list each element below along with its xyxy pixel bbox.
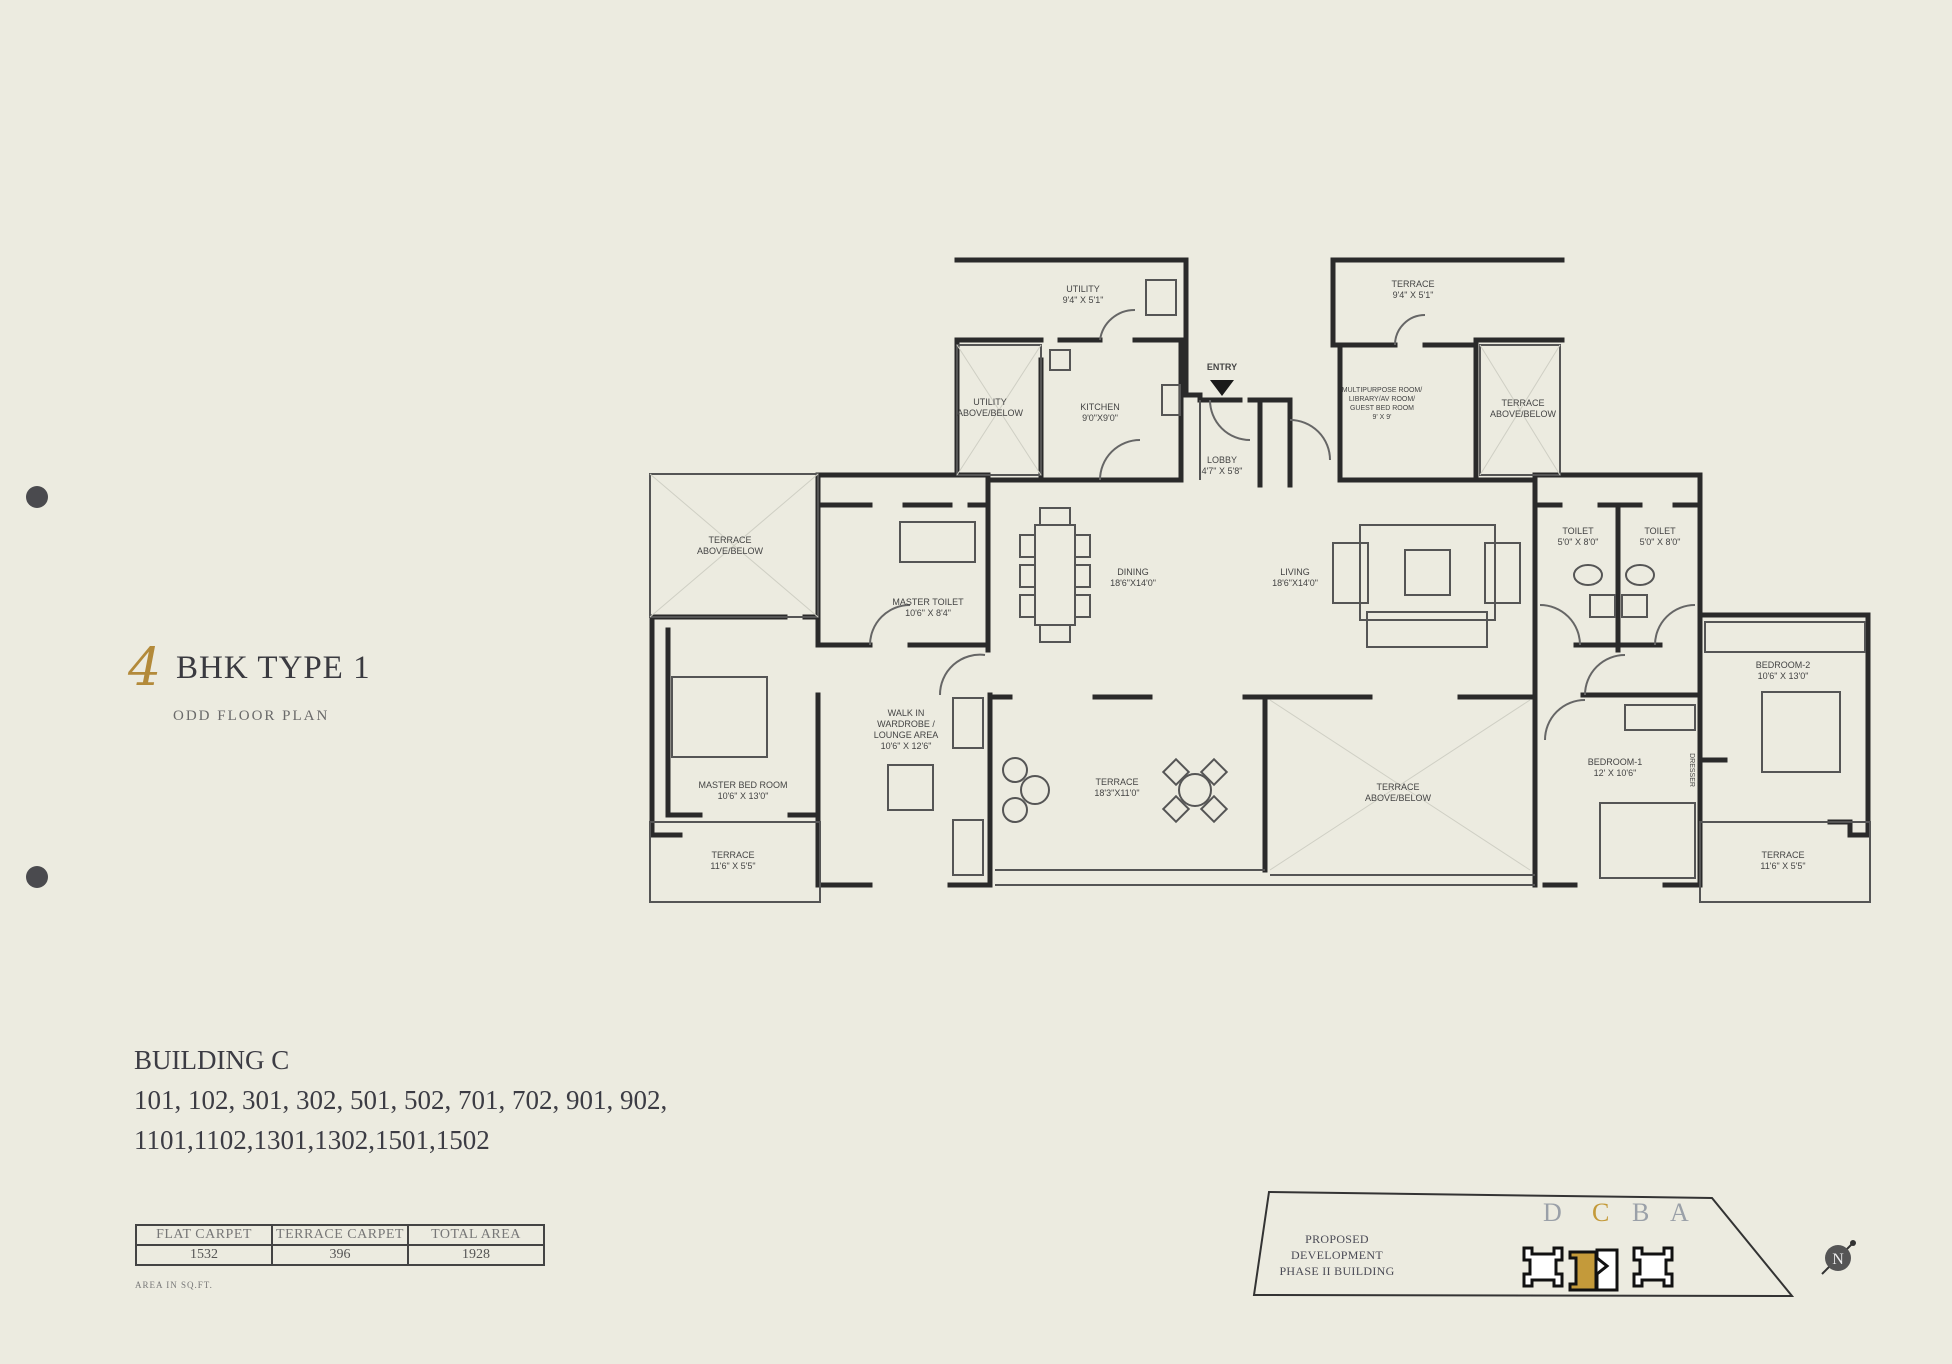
building-letter-a: A (1670, 1198, 1689, 1227)
room-terrace-bed2-size: 11'6" X 5'5" (1760, 861, 1805, 871)
header-terrace-carpet: TERRACE CARPET (271, 1224, 409, 1246)
room-terrace-left-size: ABOVE/BELOW (697, 546, 764, 556)
room-toilet-1-size: 5'0" X 8'0" (1558, 537, 1599, 547)
room-bedroom-1-name: BEDROOM-1 (1588, 757, 1643, 767)
room-living-name: LIVING (1280, 567, 1310, 577)
active-building-shape (1568, 1250, 1598, 1292)
room-terrace-right-top-size: ABOVE/BELOW (1490, 409, 1557, 419)
room-terrace-main-size: 18'3"X11'0" (1094, 788, 1139, 798)
room-bedroom-1-size: 12' X 10'6" (1594, 768, 1637, 778)
room-lobby-size: 4'7" X 5'8" (1202, 466, 1243, 476)
room-terrace-right-top-name: TERRACE (1501, 398, 1544, 408)
room-kitchen-size: 9'0"X9'0" (1082, 413, 1118, 423)
room-master-bedroom-size: 10'6" X 13'0" (718, 791, 769, 801)
key-map-label: PROPOSED DEVELOPMENT PHASE II BUILDING (1262, 1231, 1412, 1279)
room-terrace-left-name: TERRACE (708, 535, 751, 545)
compass-letter: N (1832, 1251, 1844, 1268)
room-bedroom-2-name: BEDROOM-2 (1756, 660, 1811, 670)
entry-arrow-icon (1210, 380, 1234, 396)
room-terrace-center-size: ABOVE/BELOW (1365, 793, 1432, 803)
room-bedroom-2-size: 10'6" X 13'0" (1758, 671, 1809, 681)
room-labels: UTILITY 9'4" X 5'1" UTILITY ABOVE/BELOW … (697, 279, 1810, 871)
bhk-number: 4 (128, 638, 162, 698)
plan-title: BHK TYPE 1 (176, 650, 371, 686)
header-flat-carpet: FLAT CARPET (135, 1224, 273, 1246)
room-terrace-top-name: TERRACE (1391, 279, 1434, 289)
binder-dot-bottom (26, 866, 48, 888)
room-utility-above-size: ABOVE/BELOW (957, 408, 1024, 418)
dresser-label: DRESSER (1688, 753, 1695, 787)
room-multipurpose-line3: GUEST BED ROOM (1350, 405, 1414, 412)
room-terrace-master-name: TERRACE (711, 850, 754, 860)
value-terrace-carpet: 396 (271, 1244, 409, 1266)
room-multipurpose-line2: LIBRARY/AV ROOM/ (1349, 396, 1415, 403)
room-terrace-main-name: TERRACE (1095, 777, 1138, 787)
room-terrace-top-size: 9'4" X 5'1" (1393, 290, 1434, 300)
room-multipurpose-line1: MULTIPURPOSE ROOM/ (1342, 387, 1422, 394)
room-toilet-2-size: 5'0" X 8'0" (1640, 537, 1681, 547)
key-map-label-line-1: PROPOSED DEVELOPMENT (1291, 1232, 1383, 1262)
room-living-size: 18'6"X14'0" (1272, 578, 1318, 588)
room-multipurpose-size: 9' X 9' (1372, 414, 1391, 421)
room-master-toilet-size: 10'6" X 8'4" (905, 608, 951, 618)
key-map-label-line-2: PHASE II BUILDING (1279, 1264, 1395, 1278)
room-terrace-master-size: 11'6" X 5'5" (710, 861, 755, 871)
building-info: BUILDING C 101, 102, 301, 302, 501, 502,… (134, 1040, 667, 1160)
room-lobby-name: LOBBY (1207, 455, 1237, 465)
building-letter-b: B (1632, 1198, 1650, 1227)
room-terrace-bed2-name: TERRACE (1761, 850, 1804, 860)
room-walk-in-line1: WALK IN (888, 708, 925, 718)
plan-subtitle: ODD FLOOR PLAN (173, 708, 330, 724)
room-master-toilet-name: MASTER TOILET (892, 597, 964, 607)
room-utility-above-name: UTILITY (973, 397, 1007, 407)
room-toilet-2-name: TOILET (1644, 526, 1676, 536)
entry-label: ENTRY (1207, 362, 1237, 372)
unit-list-line-2: 1101,1102,1301,1302,1501,1502 (134, 1125, 490, 1155)
building-letter-d: D (1543, 1198, 1562, 1227)
room-kitchen-name: KITCHEN (1080, 402, 1120, 412)
building-letter-c: C (1592, 1198, 1610, 1227)
value-flat-carpet: 1532 (135, 1244, 273, 1266)
area-unit-note: AREA IN SQ.FT. (135, 1280, 213, 1290)
header-total-area: TOTAL AREA (407, 1224, 545, 1246)
room-terrace-center-name: TERRACE (1376, 782, 1419, 792)
room-master-bedroom-name: MASTER BED ROOM (698, 780, 787, 790)
area-table: FLAT CARPET TERRACE CARPET TOTAL AREA 15… (135, 1224, 545, 1266)
unit-list-line-1: 101, 102, 301, 302, 501, 502, 701, 702, … (134, 1085, 668, 1115)
room-walk-in-line3: LOUNGE AREA (874, 730, 939, 740)
room-toilet-1-name: TOILET (1562, 526, 1594, 536)
room-walk-in-line2: WARDROBE / (877, 719, 935, 729)
room-utility-name: UTILITY (1066, 284, 1100, 294)
key-map (1252, 1190, 1795, 1298)
room-utility-size: 9'4" X 5'1" (1063, 295, 1104, 305)
area-table-header-row: FLAT CARPET TERRACE CARPET TOTAL AREA (135, 1224, 545, 1246)
building-name: BUILDING C (134, 1045, 290, 1075)
north-compass-icon: N (1821, 1240, 1856, 1275)
binder-dot-top (26, 486, 48, 508)
room-dining-name: DINING (1117, 567, 1149, 577)
area-table-value-row: 1532 396 1928 (135, 1244, 545, 1266)
value-total-area: 1928 (407, 1244, 545, 1266)
room-walk-in-size: 10'6" X 12'6" (881, 741, 932, 751)
room-dining-size: 18'6"X14'0" (1110, 578, 1156, 588)
